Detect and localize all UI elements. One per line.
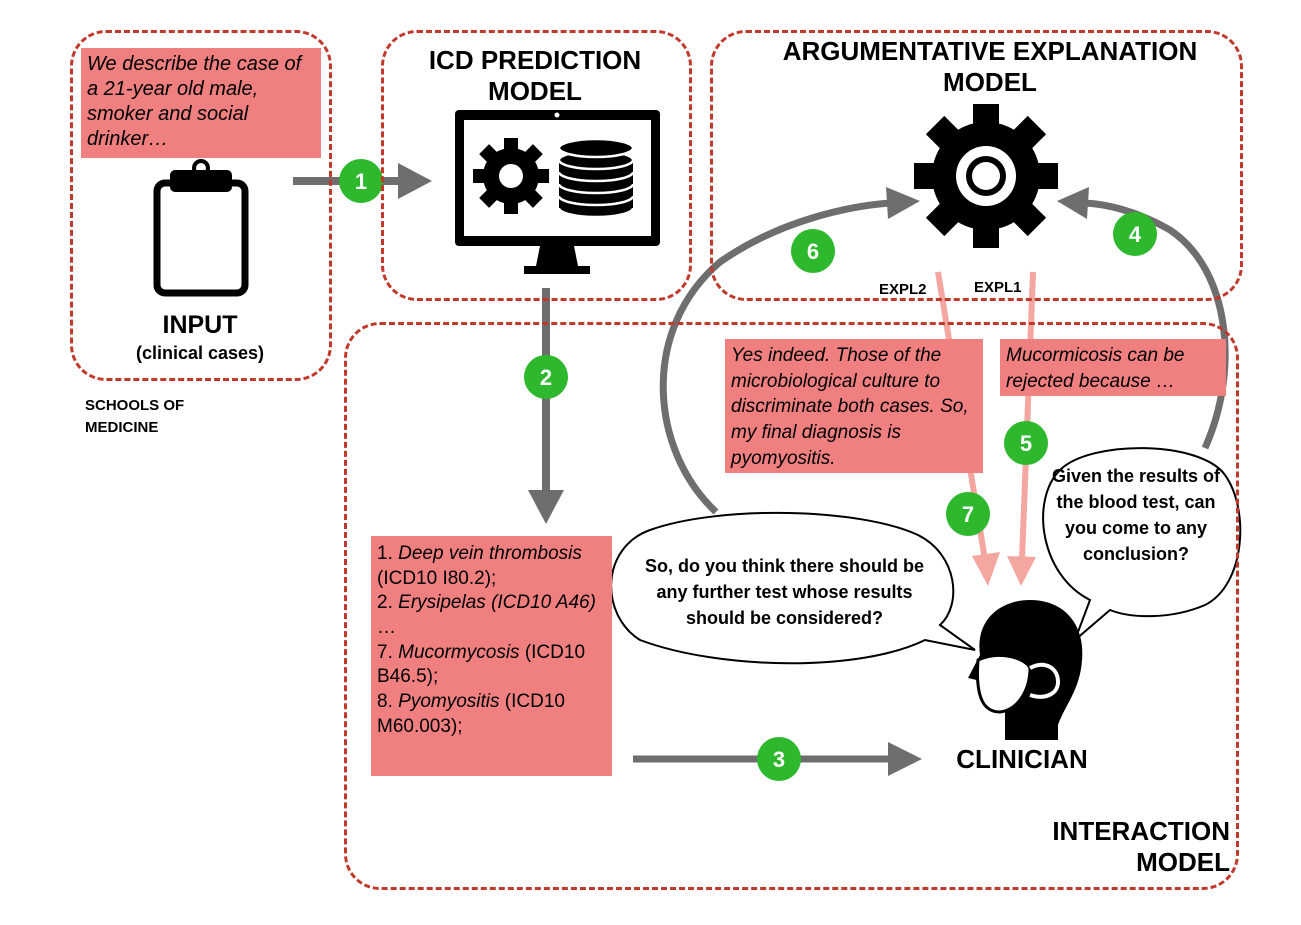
source-label-line1: SCHOOLS OF bbox=[85, 397, 185, 414]
gear-icon-large bbox=[914, 104, 1058, 248]
prediction-number: 8. bbox=[377, 691, 393, 713]
prediction-name: Erysipelas (ICD10 A46) bbox=[398, 592, 596, 614]
icd-title-line1: ICD PREDICTION bbox=[428, 45, 642, 75]
prediction-item: 2. Erysipelas (ICD10 A46) bbox=[377, 591, 606, 616]
expl2-label: EXPL2 bbox=[879, 281, 927, 298]
step-number: 1 bbox=[355, 169, 367, 194]
expl2-text: Yes indeed. Those of the microbiological… bbox=[731, 345, 969, 469]
speech-bubble-left bbox=[610, 511, 976, 665]
clinician-icon bbox=[968, 600, 1083, 740]
step-4-badge: 4 bbox=[1113, 212, 1157, 256]
step-1-badge: 1 bbox=[339, 159, 383, 203]
prediction-item: 7. Mucormycosis (ICD10 B46.5); bbox=[377, 641, 606, 690]
step-number: 7 bbox=[962, 502, 974, 527]
clinician-label: CLINICIAN bbox=[956, 744, 1088, 774]
speech-bubble-right bbox=[1042, 447, 1242, 641]
expl1-text-box: Mucormicosis can be rejected because … bbox=[1000, 339, 1226, 396]
prediction-name: Pyomyositis bbox=[398, 691, 500, 713]
explanation-title-line2: MODEL bbox=[943, 67, 1037, 98]
source-label-line2: MEDICINE bbox=[85, 418, 159, 436]
step-number: 5 bbox=[1020, 431, 1032, 456]
step-number: 6 bbox=[807, 239, 819, 264]
prediction-name: Mucormycosis bbox=[398, 641, 520, 663]
input-title: INPUT bbox=[162, 311, 238, 339]
clipboard-icon bbox=[153, 159, 249, 297]
step-number: 2 bbox=[540, 365, 552, 390]
case-description-text: We describe the case of a 21-year old ma… bbox=[87, 53, 302, 150]
arrow-question-to-explanation-left bbox=[659, 187, 920, 515]
step-2-badge: 2 bbox=[524, 355, 568, 399]
case-description-box: We describe the case of a 21-year old ma… bbox=[81, 48, 321, 158]
interaction-title-line1: INTERACTION bbox=[1052, 816, 1230, 846]
prediction-name: Deep vein thrombosis bbox=[398, 543, 582, 564]
question-right-text: Given the results of the blood test, can… bbox=[1051, 466, 1221, 565]
input-panel bbox=[70, 30, 332, 381]
expl1-label: EXPL1 bbox=[974, 279, 1022, 296]
step-number: 3 bbox=[773, 747, 785, 772]
prediction-item: 1. Deep vein thrombosis (ICD10 I80.2); bbox=[377, 542, 606, 591]
icd-prediction-panel bbox=[381, 30, 692, 301]
step-7-badge: 7 bbox=[946, 492, 990, 536]
prediction-number: … bbox=[377, 617, 396, 639]
prediction-item: 8. Pyomyositis (ICD10 M60.003); bbox=[377, 690, 606, 739]
icd-panel-title: ICD PREDICTION MODEL bbox=[395, 45, 675, 107]
explanation-title-line1: ARGUMENTATIVE EXPLANATION bbox=[782, 36, 1198, 66]
input-subtitle: (clinical cases) bbox=[135, 343, 265, 363]
prediction-number: 7. bbox=[377, 641, 393, 663]
prediction-code: (ICD10 B46.5); bbox=[377, 641, 586, 688]
prediction-code: (ICD10 I80.2); bbox=[377, 567, 497, 589]
step-6-badge: 6 bbox=[791, 229, 835, 273]
icd-predictions-box: 1. Deep vein thrombosis (ICD10 I80.2); 2… bbox=[371, 536, 612, 776]
step-5-badge: 5 bbox=[1004, 421, 1048, 465]
database-icon bbox=[557, 137, 635, 219]
source-label: SCHOOLS OF MEDICINE bbox=[85, 395, 184, 439]
explanation-panel bbox=[710, 30, 1243, 301]
expl2-text-box: Yes indeed. Those of the microbiological… bbox=[725, 339, 983, 473]
expl1-text: Mucormicosis can be rejected because … bbox=[1006, 345, 1185, 392]
step-3-badge: 3 bbox=[757, 737, 801, 781]
step-number: 4 bbox=[1129, 222, 1142, 247]
interaction-panel-title: INTERACTION MODEL bbox=[1000, 816, 1230, 878]
arrow-expl1-to-clinician bbox=[1007, 271, 1036, 586]
prediction-number: 2. bbox=[377, 592, 393, 614]
interaction-panel bbox=[344, 322, 1239, 890]
prediction-code: (ICD10 M60.003); bbox=[377, 691, 565, 737]
icd-title-line2: MODEL bbox=[488, 76, 582, 107]
prediction-number: 1. bbox=[377, 543, 393, 564]
interaction-title-line2: MODEL bbox=[1136, 847, 1230, 878]
explanation-panel-title: ARGUMENTATIVE EXPLANATION MODEL bbox=[740, 36, 1240, 98]
prediction-item: … bbox=[377, 616, 606, 641]
question-left-text: So, do you think there should be any fur… bbox=[644, 556, 924, 629]
